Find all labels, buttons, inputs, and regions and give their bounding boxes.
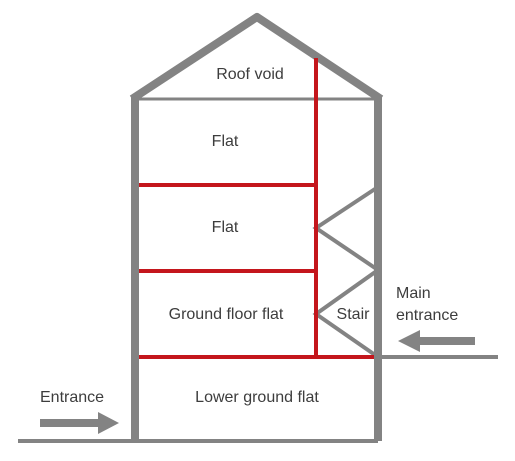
arrows — [40, 330, 475, 434]
party-walls — [139, 58, 374, 359]
entrance-label: Entrance — [40, 389, 105, 406]
roof-void-label: Roof void — [216, 66, 284, 83]
main-entrance-label-line2: entrance — [396, 307, 459, 324]
stair-zigzag — [312, 185, 382, 359]
roof-outline — [129, 13, 384, 103]
main-entrance-label-line1: Main — [396, 285, 431, 302]
stair-label: Stair — [336, 306, 370, 323]
arrow-right-icon — [40, 412, 119, 434]
arrow-left-icon — [398, 330, 475, 352]
ground-floor-flat-label: Ground floor flat — [168, 306, 284, 323]
lower-ground-flat-label: Lower ground flat — [195, 389, 319, 406]
building-structure — [18, 13, 498, 443]
flat-middle-label: Flat — [211, 219, 239, 236]
flat-upper-label: Flat — [211, 133, 239, 150]
